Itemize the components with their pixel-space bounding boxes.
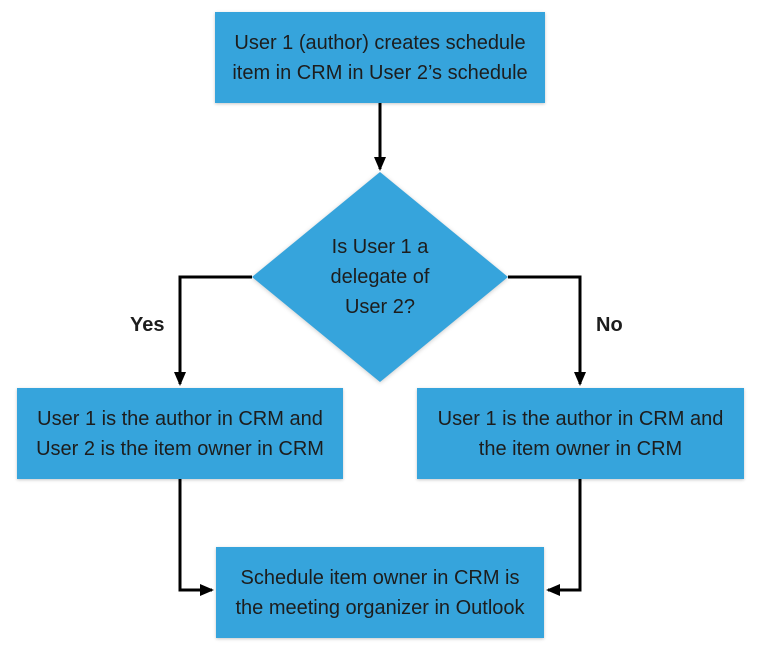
node-text-line: Is User 1 a xyxy=(331,236,429,258)
arrow-right-box-to-end xyxy=(546,479,582,596)
arrow-left-box-to-end xyxy=(178,479,214,596)
node-start-create-schedule-item: User 1 (author) creates schedule item in… xyxy=(215,12,545,103)
node-text-line: item in CRM in User 2’s schedule xyxy=(232,61,528,84)
node-text-line: Schedule item owner in CRM is xyxy=(240,566,520,589)
node-yes-outcome-user2-owner: User 1 is the author in CRM and User 2 i… xyxy=(17,388,343,479)
arrow-decision-no-to-right-box xyxy=(508,275,586,386)
edge-label-no: No xyxy=(596,314,623,336)
node-text-line: User 1 is the author in CRM and xyxy=(37,407,323,430)
node-no-outcome-user1-owner: User 1 is the author in CRM and the item… xyxy=(417,388,744,479)
node-text-line: User 1 is the author in CRM and xyxy=(437,407,724,430)
node-text-line: User 1 (author) creates schedule xyxy=(234,31,526,54)
node-decision-is-delegate: Is User 1 a delegate of User 2? xyxy=(252,172,508,382)
node-text-line: delegate of xyxy=(330,266,430,288)
arrow-decision-yes-to-left-box xyxy=(174,275,252,386)
node-text-line: the meeting organizer in Outlook xyxy=(235,596,525,619)
node-text-line: User 2 is the item owner in CRM xyxy=(36,437,324,460)
node-text-line: User 2? xyxy=(344,296,416,318)
node-text-line: the item owner in CRM xyxy=(478,437,683,460)
node-end-meeting-organizer: Schedule item owner in CRM is the meetin… xyxy=(216,547,544,638)
edge-label-yes: Yes xyxy=(130,314,165,336)
decision-diamond-shape: Is User 1 a delegate of User 2? xyxy=(252,172,508,382)
